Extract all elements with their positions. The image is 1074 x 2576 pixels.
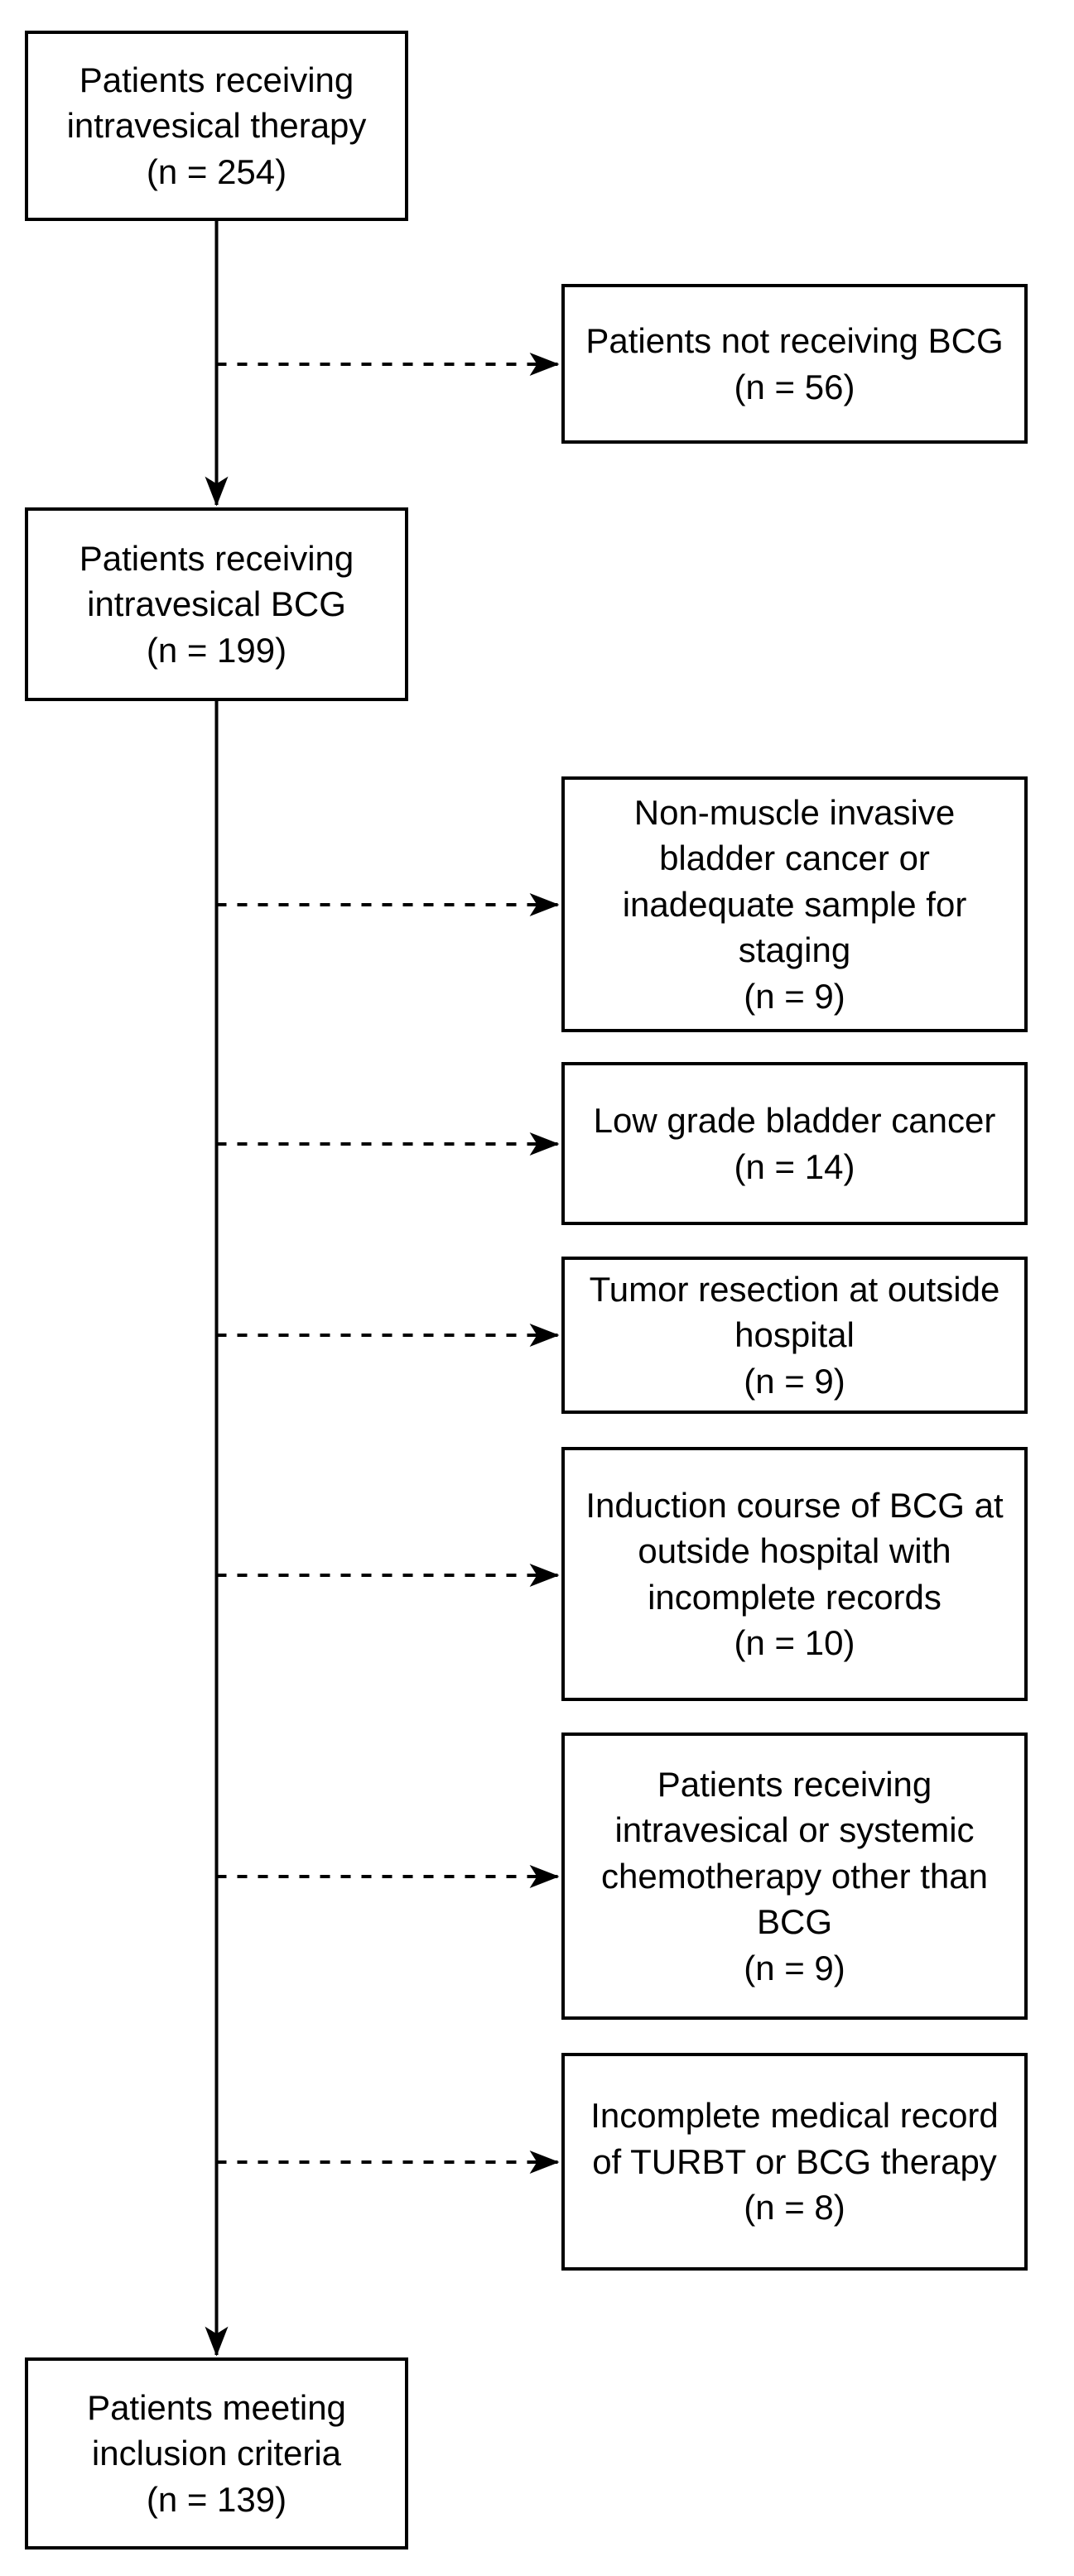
node-nmibc-or-inadequate-sample: Non-muscle invasive bladder cancer or in… <box>561 776 1028 1032</box>
node-intravesical-bcg: Patients receiving intravesical BCG (n =… <box>25 507 408 701</box>
node-intravesical-therapy: Patients receiving intravesical therapy … <box>25 31 408 221</box>
node-outside-resection: Tumor resection at outside hospital (n =… <box>561 1257 1028 1414</box>
node-inclusion-criteria: Patients meeting inclusion criteria (n =… <box>25 2357 408 2550</box>
node-other-chemotherapy: Patients receiving intravesical or syste… <box>561 1733 1028 2020</box>
node-incomplete-medical-record: Incomplete medical record of TURBT or BC… <box>561 2053 1028 2271</box>
node-outside-induction-incomplete: Induction course of BCG at outside hospi… <box>561 1447 1028 1701</box>
node-not-receiving-bcg: Patients not receiving BCG (n = 56) <box>561 284 1028 444</box>
node-low-grade-cancer: Low grade bladder cancer (n = 14) <box>561 1062 1028 1225</box>
